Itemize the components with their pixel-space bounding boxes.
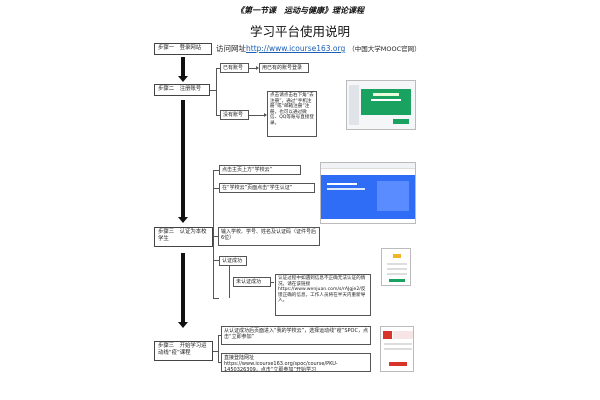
fail-label: 未认证成功 [233,277,271,287]
connector [213,351,218,352]
connector [216,68,217,115]
connector [229,266,230,298]
connector [216,115,220,116]
visit-suffix: （中国大学MOOC官网） [348,45,421,53]
hero-illustration [377,181,409,211]
step3-item-4: 认证成功 [219,256,247,266]
connector [213,188,219,189]
no-account-action: 点击请点击右下角“去注册”，通过“手机注册”或“邮箱注册”注册，也可以通过微信、… [267,91,317,137]
course-banner [383,331,392,339]
flow-arrow-2 [178,100,188,223]
connector [210,90,216,91]
hero-text [327,183,357,185]
badge [393,254,401,258]
top-title: 《第一节课 运动与健康》理论课程 [236,5,364,15]
step2-label: 步骤二 注册账号 [154,84,210,96]
connector [216,68,220,69]
course-screenshot [380,326,414,372]
step3-item-1: 点击主页上方“学校云” [219,165,301,175]
login-banner-text [371,99,401,101]
login-page-screenshot [346,80,416,130]
arrowhead [256,66,259,70]
field [387,273,407,275]
connector [218,335,219,362]
step3-item-2: 在“学校云”页面点击“学生认证” [219,183,315,193]
connector [213,170,219,171]
connector [213,298,219,299]
connector [249,68,257,69]
step4-item-2: 直接登陆网址 https://www.icourse163.org/spoc/c… [221,353,371,373]
step3-label: 步骤三 认证为本校学生 [154,227,213,247]
step4-label: 步骤三 开始学习运动线“疫”课程 [154,341,213,361]
connector [213,236,218,237]
course-list [384,348,412,350]
connector [218,335,221,336]
icourse-link[interactable]: http://www.icourse163.org [246,44,346,53]
step1-label: 步骤一 登录网站 [154,43,212,55]
fail-desc: 认证过程中如遇到信息不正确无法认证的情况，请在该链接https://www.we… [275,274,371,316]
nav-bar [321,163,415,169]
course-list [384,343,412,345]
submit [389,279,405,282]
step1-visit-line: 访问网址http://www.icourse163.org（中国大学MOOC官网… [216,43,421,54]
flow-arrow-1 [178,57,188,82]
connector [213,260,219,261]
no-account-box: 没有账号 [220,110,249,120]
step4-item-1: 从认证成功后页面进入“我的学校云”，选择运动线“疫”SPOC，点击“立即参加” [221,326,371,345]
flow-arrow-3 [178,253,188,328]
join-button [389,362,407,366]
school-cloud-screenshot [320,162,416,224]
page-title: 学习平台使用说明 [249,24,350,39]
step3-item-3: 输入学校、学号、姓名及认证码（证件号后6位） [218,227,320,246]
connector [218,362,221,363]
login-button [393,119,409,124]
visit-prefix: 访问网址 [216,44,246,53]
field [387,263,407,265]
hero-text [327,188,365,190]
field [387,268,407,270]
connector [271,282,274,283]
connector [249,115,265,116]
arrowhead [264,113,267,117]
connector [213,170,214,298]
login-sidebar [349,85,359,125]
has-account-box: 已有账号 [220,63,249,73]
login-banner-text [373,93,399,96]
has-account-action: 用已有的账号登录 [259,63,309,73]
verification-screenshot [381,248,411,286]
course-title-bar [393,331,413,339]
